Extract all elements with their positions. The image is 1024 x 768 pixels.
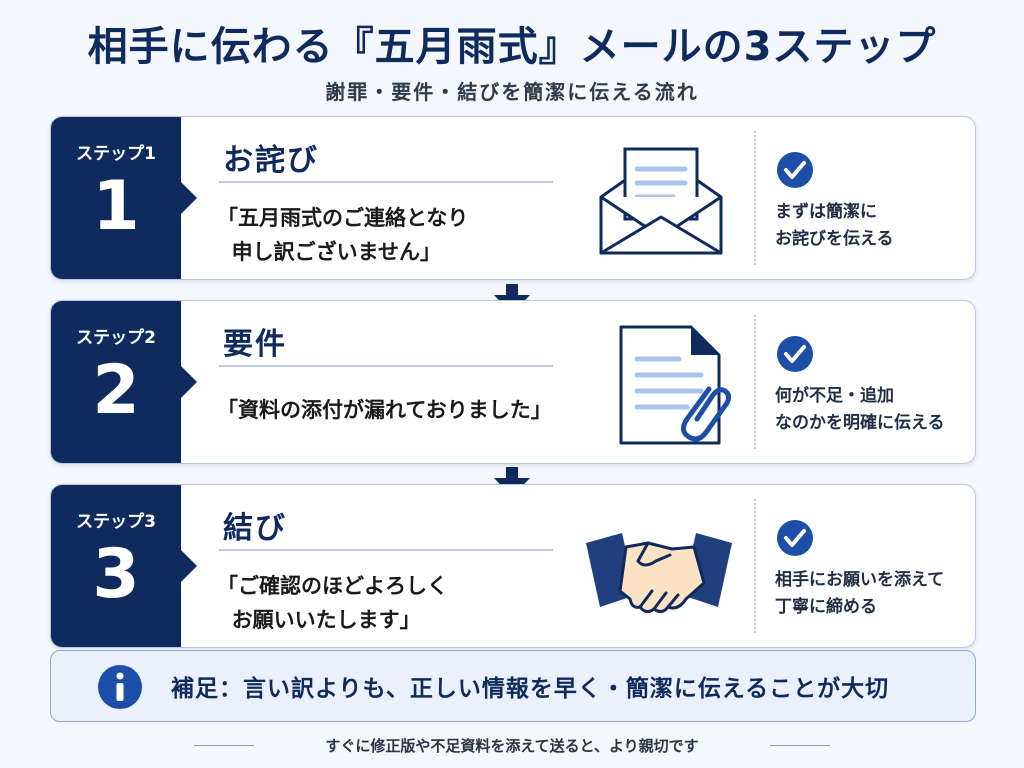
step-badge-label: ステップ2	[76, 328, 156, 348]
vertical-divider	[754, 315, 756, 449]
step-divider	[219, 549, 553, 551]
step-note: 相手にお願いを添えて 丁寧に締める	[775, 570, 945, 617]
footer-note: すぐに修正版や不足資料を添えて送ると、より親切です	[325, 737, 699, 755]
step-quote: 「資料の添付が漏れておりました」	[217, 398, 552, 422]
footer-rule-left	[194, 745, 254, 746]
check-circle-icon	[777, 152, 813, 188]
info-icon	[98, 665, 142, 709]
footer-rule-right	[770, 745, 830, 746]
step-note: まずは簡潔に お詫びを伝える	[775, 202, 894, 249]
info-text: 補足：言い訳よりも、正しい情報を早く・簡潔に伝えることが大切	[171, 676, 890, 702]
document-paperclip-icon	[619, 325, 731, 445]
check-circle-icon	[777, 336, 813, 372]
step-badge: ステップ3 3	[51, 485, 197, 647]
step-badge-label: ステップ1	[76, 144, 156, 164]
envelope-icon	[599, 147, 723, 255]
step-badge: ステップ1 1	[51, 117, 197, 279]
step-badge-number: 3	[92, 535, 140, 614]
step-badge-number: 2	[92, 351, 140, 430]
step-quote: 「ご確認のほどよろしく お願いいたします」	[217, 574, 448, 632]
info-box: 補足：言い訳よりも、正しい情報を早く・簡潔に伝えることが大切	[50, 650, 976, 722]
vertical-divider	[754, 499, 756, 633]
step-card-3: ステップ3 3 結び 「ご確認のほどよろしく お願いいたします」 相手にお願いを…	[50, 484, 976, 648]
page-title: 相手に伝わる『五月雨式』メールの3ステップ	[87, 24, 937, 70]
step-divider	[219, 181, 553, 183]
step-card-2: ステップ2 2 要件 「資料の添付が漏れておりました」 何が不足・追加 なのかを…	[50, 300, 976, 464]
step-note: 何が不足・追加 なのかを明確に伝える	[775, 386, 945, 433]
step-divider	[219, 365, 553, 367]
check-circle-icon	[777, 520, 813, 556]
vertical-divider	[754, 131, 756, 265]
step-badge: ステップ2 2	[51, 301, 197, 463]
step-badge-label: ステップ3	[76, 512, 156, 532]
step-card-1: ステップ1 1 お詫び 「五月雨式のご連絡となり 申し訳ございません」 まずは簡…	[50, 116, 976, 280]
step-title: 結び	[223, 511, 287, 546]
page-subtitle: 謝罪・要件・結びを簡潔に伝える流れ	[325, 80, 699, 104]
step-quote: 「五月雨式のご連絡となり 申し訳ございません」	[217, 206, 469, 264]
step-title: 要件	[223, 327, 287, 362]
handshake-icon	[586, 533, 732, 614]
step-badge-number: 1	[92, 167, 140, 246]
step-title: お詫び	[223, 143, 319, 178]
